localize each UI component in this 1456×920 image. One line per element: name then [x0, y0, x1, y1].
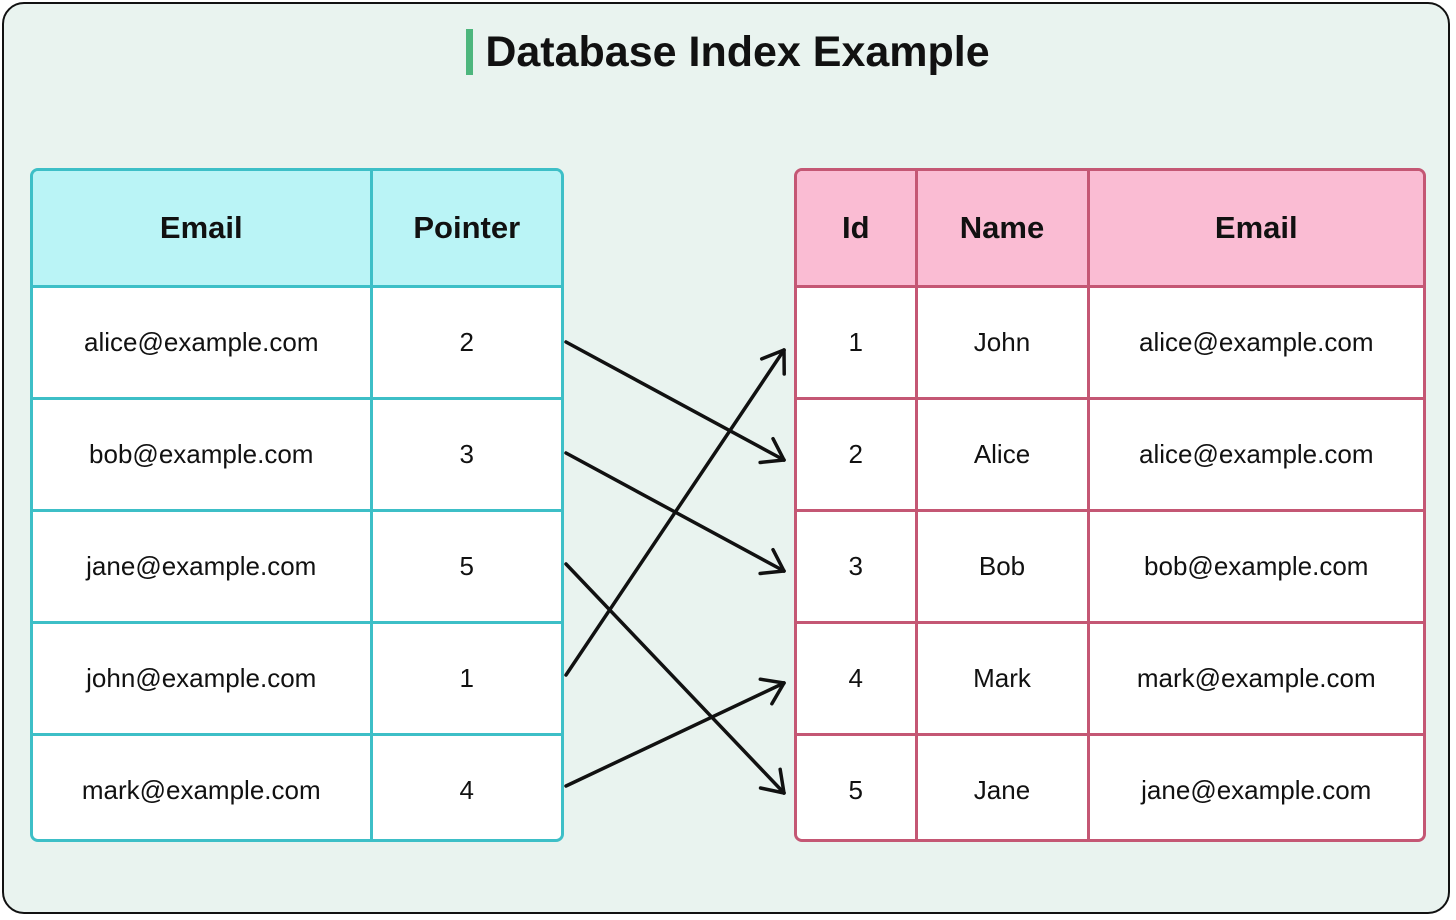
index-header-pointer: Pointer	[369, 171, 561, 288]
index-email-cell: alice@example.com	[33, 285, 373, 400]
data-name-cell: Jane	[914, 733, 1090, 839]
data-id-cell: 1	[797, 285, 918, 400]
index-pointer-cell: 1	[369, 621, 561, 736]
data-name-cell: Bob	[914, 509, 1090, 624]
data-name-cell: Mark	[914, 621, 1090, 736]
data-email-cell: alice@example.com	[1086, 285, 1423, 400]
index-pointer-cell: 2	[369, 285, 561, 400]
data-header-name: Name	[914, 171, 1090, 288]
data-row: 5 Jane jane@example.com	[797, 733, 1423, 839]
data-id-cell: 3	[797, 509, 918, 624]
data-table: Id Name Email 1 John alice@example.com 2…	[794, 168, 1426, 842]
title-area: Database Index Example	[0, 28, 1456, 76]
data-id-cell: 4	[797, 621, 918, 736]
data-header-row: Id Name Email	[797, 171, 1423, 288]
index-header-row: Email Pointer	[33, 171, 561, 288]
index-row: bob@example.com 3	[33, 397, 561, 512]
index-row: jane@example.com 5	[33, 509, 561, 624]
index-row: john@example.com 1	[33, 621, 561, 736]
data-email-cell: bob@example.com	[1086, 509, 1423, 624]
data-id-cell: 5	[797, 733, 918, 839]
data-row: 3 Bob bob@example.com	[797, 509, 1423, 624]
data-name-cell: Alice	[914, 397, 1090, 512]
data-row: 2 Alice alice@example.com	[797, 397, 1423, 512]
data-id-cell: 2	[797, 397, 918, 512]
index-header-email: Email	[33, 171, 373, 288]
data-header-email: Email	[1086, 171, 1423, 288]
data-row: 4 Mark mark@example.com	[797, 621, 1423, 736]
index-row: mark@example.com 4	[33, 733, 561, 839]
data-row: 1 John alice@example.com	[797, 285, 1423, 400]
index-row: alice@example.com 2	[33, 285, 561, 400]
index-pointer-cell: 4	[369, 733, 561, 839]
index-table: Email Pointer alice@example.com 2 bob@ex…	[30, 168, 564, 842]
index-email-cell: bob@example.com	[33, 397, 373, 512]
index-pointer-cell: 3	[369, 397, 561, 512]
data-header-id: Id	[797, 171, 918, 288]
index-email-cell: mark@example.com	[33, 733, 373, 839]
data-email-cell: alice@example.com	[1086, 397, 1423, 512]
title-accent-bar	[466, 29, 474, 75]
data-email-cell: mark@example.com	[1086, 621, 1423, 736]
index-pointer-cell: 5	[369, 509, 561, 624]
data-email-cell: jane@example.com	[1086, 733, 1423, 839]
data-name-cell: John	[914, 285, 1090, 400]
diagram-title: Database Index Example	[485, 28, 990, 76]
index-email-cell: jane@example.com	[33, 509, 373, 624]
index-email-cell: john@example.com	[33, 621, 373, 736]
